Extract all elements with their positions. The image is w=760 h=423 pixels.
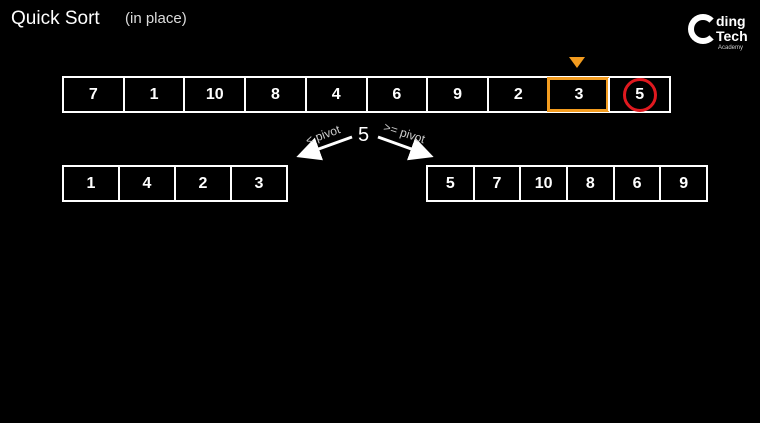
array-cell: 1 [122,78,184,111]
left-arrow-icon [296,135,353,161]
array-cell: 10 [183,78,244,111]
array-cell: 9 [659,167,706,200]
logo-text-1: ding [716,13,746,29]
slide-title: Quick Sort [11,8,100,29]
array-cell: 8 [244,78,305,111]
array-cell: 6 [365,78,427,111]
current-pointer-icon [569,57,585,68]
array-cell: 1 [86,174,96,192]
right-arrow-icon [377,135,434,161]
array-cell: 2 [486,78,548,111]
array-cell: 10 [519,167,566,200]
array-cell: 3 [546,77,610,112]
array-cell: 8 [566,167,613,200]
logo-text-2: Tech [716,28,748,44]
array-cell: 9 [426,78,487,111]
array-cell: 2 [174,167,230,200]
pivot-value: 5 [358,124,370,146]
array-cell: 6 [612,167,660,200]
slide-subtitle: (in place) [125,10,187,27]
logo-c-icon [688,14,718,44]
array-cell: 4 [304,78,366,111]
array-cell: 5 [445,174,455,192]
array-cell: 7 [88,85,98,103]
coding-tech-logo: ding Tech Academy [688,12,758,57]
array-cell: 3 [230,167,286,200]
array-cell: 5 [608,78,669,111]
array-cell: 4 [118,167,174,200]
logo-text-3: Academy [718,45,744,51]
array-cell: 7 [472,167,520,200]
